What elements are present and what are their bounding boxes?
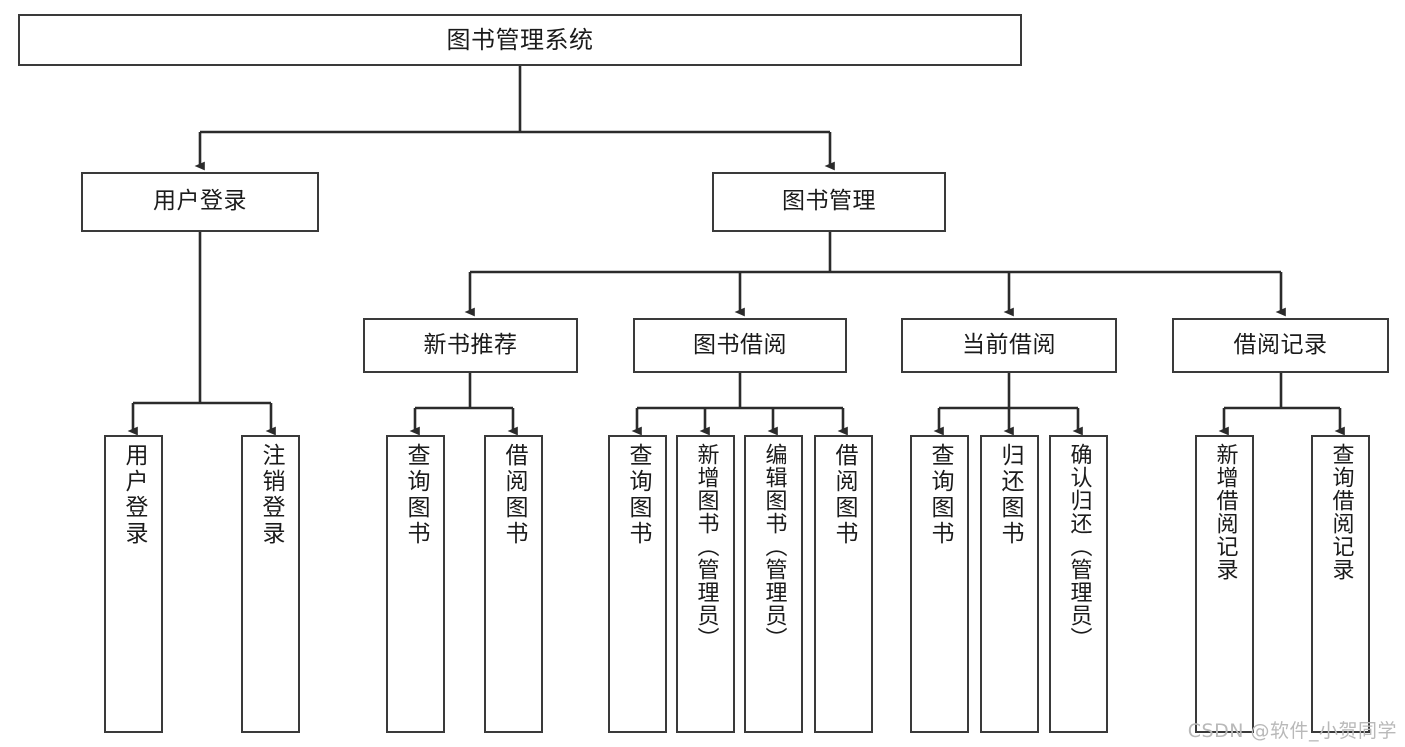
node-leaf-add-book-label: 新增图书（管理员） <box>693 443 719 650</box>
node-leaf-query-book-2[interactable]: 查询图书 <box>608 435 667 733</box>
node-leaf-borrow-book-1[interactable]: 借阅图书 <box>484 435 543 733</box>
node-user-login[interactable]: 用户登录 <box>81 172 319 232</box>
node-leaf-edit-book-label: 编辑图书（管理员） <box>761 443 787 650</box>
node-borrow-record[interactable]: 借阅记录 <box>1172 318 1389 373</box>
node-leaf-add-record[interactable]: 新增借阅记录 <box>1195 435 1254 733</box>
node-current-borrow-label: 当前借阅 <box>962 331 1056 358</box>
node-leaf-borrow-book-2-label: 借阅图书 <box>831 443 857 547</box>
node-leaf-logout-label: 注销登录 <box>258 443 284 547</box>
node-leaf-add-book[interactable]: 新增图书（管理员） <box>676 435 735 733</box>
node-leaf-query-book-2-label: 查询图书 <box>625 443 651 547</box>
node-user-login-label: 用户登录 <box>153 188 247 215</box>
node-leaf-user-login-label: 用户登录 <box>121 443 147 547</box>
node-leaf-query-book-1[interactable]: 查询图书 <box>386 435 445 733</box>
node-book-management[interactable]: 图书管理 <box>712 172 946 232</box>
node-leaf-add-record-label: 新增借阅记录 <box>1212 443 1238 581</box>
node-leaf-query-record[interactable]: 查询借阅记录 <box>1311 435 1370 733</box>
node-leaf-return-book-label: 归还图书 <box>997 443 1023 547</box>
node-new-book-recommend-label: 新书推荐 <box>423 331 518 358</box>
node-book-borrow-label: 图书借阅 <box>693 331 787 358</box>
node-borrow-record-label: 借阅记录 <box>1233 331 1328 358</box>
node-book-borrow[interactable]: 图书借阅 <box>633 318 847 373</box>
node-leaf-user-login[interactable]: 用户登录 <box>104 435 163 733</box>
node-leaf-confirm-return[interactable]: 确认归还（管理员） <box>1049 435 1108 733</box>
node-current-borrow[interactable]: 当前借阅 <box>901 318 1117 373</box>
csdn-watermark: CSDN @软件_小贺同学 <box>1187 720 1397 742</box>
node-leaf-logout[interactable]: 注销登录 <box>241 435 300 733</box>
node-leaf-borrow-book-1-label: 借阅图书 <box>501 443 527 547</box>
node-leaf-return-book[interactable]: 归还图书 <box>980 435 1039 733</box>
node-leaf-borrow-book-2[interactable]: 借阅图书 <box>814 435 873 733</box>
node-root[interactable]: 图书管理系统 <box>18 14 1022 66</box>
node-leaf-query-book-3-label: 查询图书 <box>927 443 953 547</box>
node-leaf-confirm-return-label: 确认归还（管理员） <box>1066 443 1092 650</box>
node-leaf-query-book-1-label: 查询图书 <box>403 443 429 547</box>
node-book-management-label: 图书管理 <box>782 188 876 215</box>
node-new-book-recommend[interactable]: 新书推荐 <box>363 318 578 373</box>
node-root-label: 图书管理系统 <box>446 25 594 54</box>
node-leaf-query-book-3[interactable]: 查询图书 <box>910 435 969 733</box>
node-leaf-edit-book[interactable]: 编辑图书（管理员） <box>744 435 803 733</box>
node-leaf-query-record-label: 查询借阅记录 <box>1328 443 1354 581</box>
